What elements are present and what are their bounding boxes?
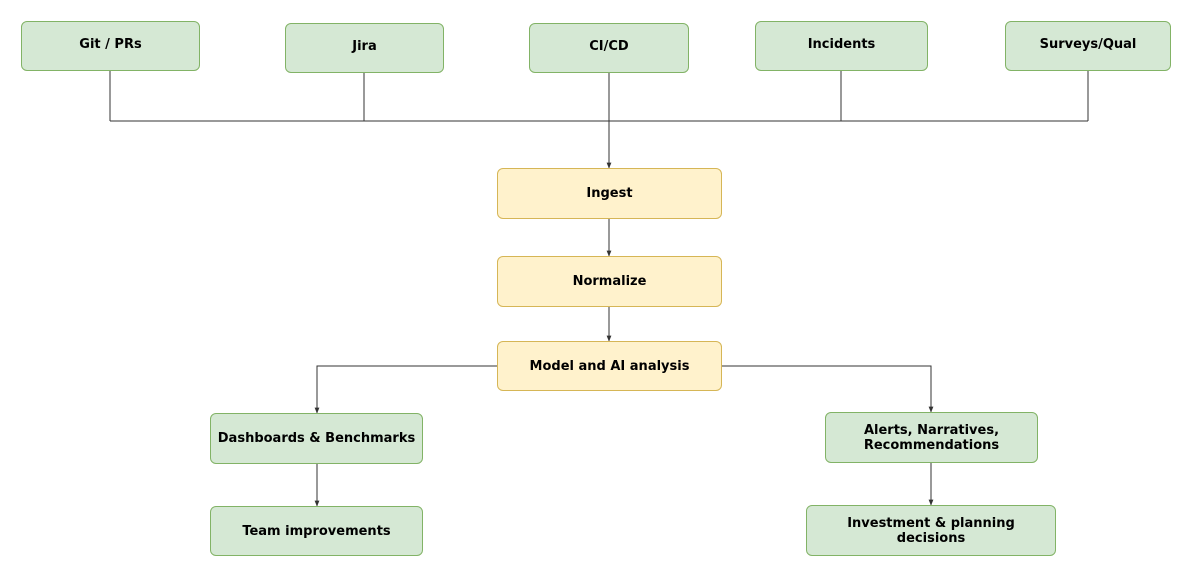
output-node-team-improvements-label: Team improvements (242, 523, 391, 539)
source-node-surveys-qual: Surveys/Qual (1005, 21, 1171, 71)
output-node-alerts-narratives-recommendations-label: Alerts, Narratives, Recommendations (863, 422, 1000, 453)
source-node-ci-cd: CI/CD (529, 23, 689, 73)
output-node-alerts-narratives-recommendations: Alerts, Narratives, Recommendations (825, 412, 1038, 463)
connector-model-to-dashboards (314, 365, 497, 414)
output-node-investment-planning-decisions: Investment & planning decisions (806, 505, 1056, 556)
source-node-jira: Jira (285, 23, 444, 73)
process-node-ingest-label: Ingest (586, 186, 633, 201)
process-node-model-ai-analysis-label: Model and AI analysis (529, 358, 690, 374)
connector-model-to-alerts (722, 365, 934, 413)
output-node-dashboards-benchmarks-label: Dashboards & Benchmarks (217, 431, 416, 446)
source-node-jira-label: Jira (352, 39, 377, 54)
source-node-surveys-qual-label: Surveys/Qual (1039, 37, 1137, 52)
output-node-investment-planning-decisions-label: Investment & planning decisions (847, 515, 1015, 546)
source-node-incidents: Incidents (755, 21, 928, 71)
process-node-normalize: Normalize (497, 256, 722, 307)
source-node-git-prs: Git / PRs (21, 21, 200, 71)
source-node-ci-cd-label: CI/CD (589, 39, 629, 54)
source-node-incidents-label: Incidents (807, 37, 876, 52)
output-node-dashboards-benchmarks: Dashboards & Benchmarks (210, 413, 423, 464)
process-node-ingest: Ingest (497, 168, 722, 219)
source-node-git-prs-label: Git / PRs (79, 37, 142, 52)
process-node-model-ai-analysis: Model and AI analysis (497, 341, 722, 391)
output-node-team-improvements: Team improvements (210, 506, 423, 556)
process-node-normalize-label: Normalize (572, 274, 647, 289)
